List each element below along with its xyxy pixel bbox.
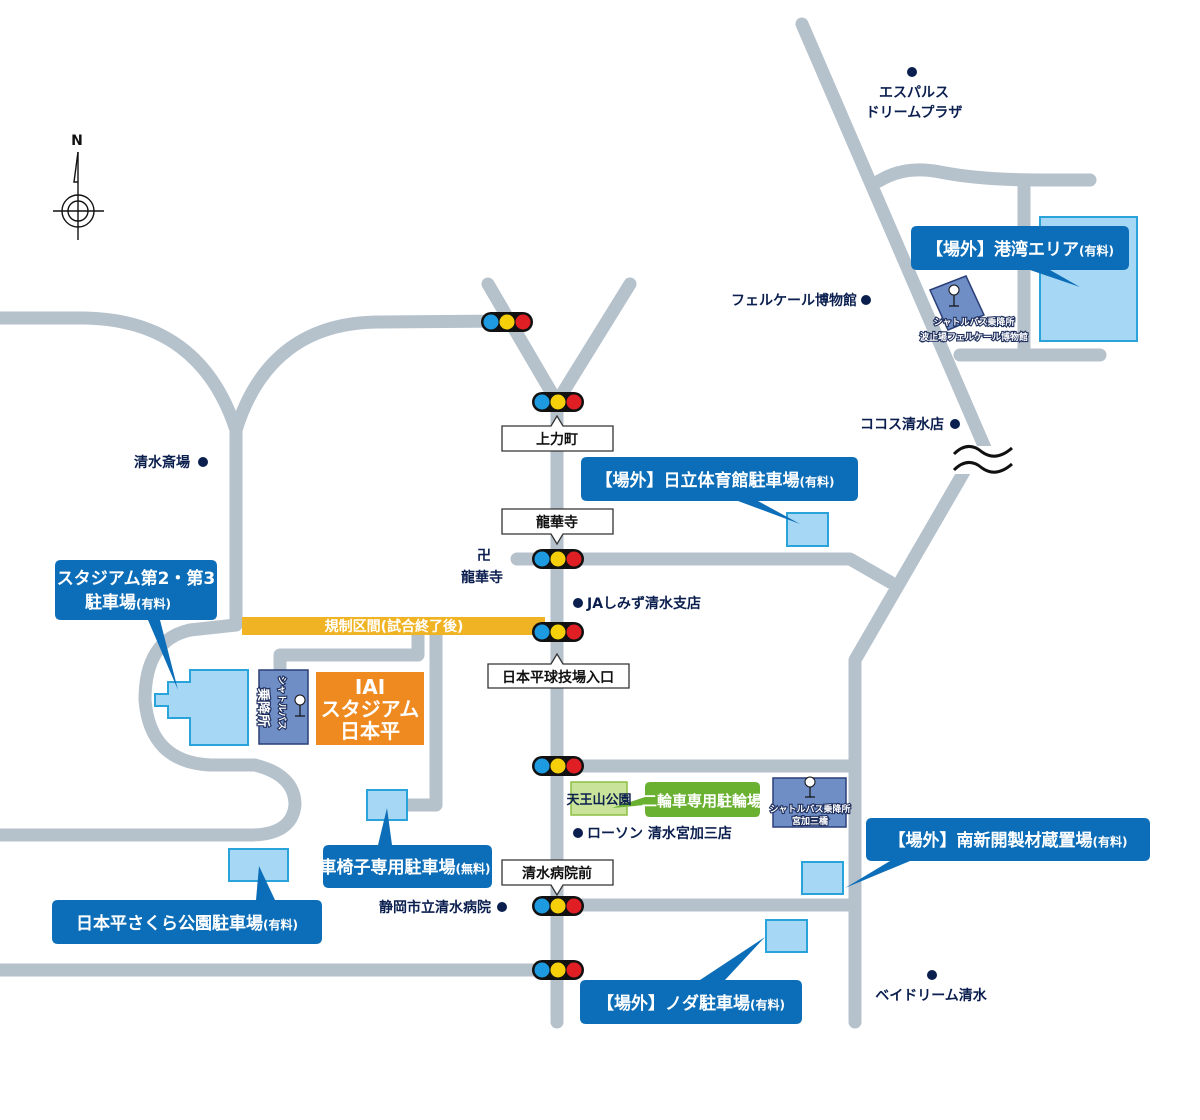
shuttle-stop-stadium-line1: シャトルバス bbox=[276, 676, 287, 730]
parking-area-minamishinkai[interactable] bbox=[801, 861, 844, 895]
poi-marker-saijo bbox=[198, 457, 208, 467]
poi-ferkeel: フェルケール博物館 bbox=[731, 292, 857, 309]
poi-cocos: ココス清水店 bbox=[860, 416, 944, 433]
poi-marker-ja bbox=[573, 598, 583, 608]
shuttle-stop-miyakami[interactable]: シャトルバス乗降所 宮加三橋 bbox=[768, 776, 852, 828]
pois: エスパルス ドリームプラザ フェルケール博物館 ココス清水店 清水斎場 卍 龍華… bbox=[134, 67, 988, 1004]
callout-minamishinkai-label: 【場外】南新開製材蔵置場(有料) bbox=[889, 830, 1128, 851]
callout-wheelchair[interactable]: 車椅子専用駐車場(無料) bbox=[320, 808, 492, 888]
signal-north-west-icon bbox=[481, 312, 533, 332]
callout-noda-label: 【場外】ノダ駐車場(有料) bbox=[597, 993, 785, 1014]
bike-parking-label: 二輪車専用駐輪場 bbox=[642, 792, 762, 810]
tennozan-park-area bbox=[570, 781, 628, 816]
shuttle-stop-port-line2: 波止場フェルケール博物館 bbox=[920, 331, 1028, 343]
callout-port-area[interactable]: 【場外】港湾エリア(有料) bbox=[911, 226, 1129, 287]
signal-ryugeji-icon bbox=[532, 549, 584, 569]
bus-stop-icon bbox=[804, 776, 816, 798]
callout-sakura[interactable]: 日本平さくら公園駐車場(有料) bbox=[52, 866, 322, 944]
road-stadium-loop bbox=[0, 618, 302, 842]
callout-stadium23-line1: スタジアム第2・第3 bbox=[57, 568, 215, 589]
bike-parking-callout bbox=[612, 782, 760, 817]
shuttle-stop-miyakami-line1: シャトルバス乗降所 bbox=[769, 803, 850, 815]
stadium[interactable]: IAI スタジアム 日本平 bbox=[316, 672, 424, 745]
road-northeast-diagonal bbox=[795, 17, 992, 455]
stadium-block bbox=[316, 672, 424, 745]
road-port-upper bbox=[872, 163, 1097, 188]
callout-hitachi-label: 【場外】日立体育館駐車場(有料) bbox=[596, 470, 835, 491]
callout-sakura-label: 日本平さくら公園駐車場(有料) bbox=[76, 913, 298, 934]
poi-espulse-line1: エスパルス bbox=[879, 85, 949, 101]
signal-tennozan-icon bbox=[532, 756, 584, 776]
poi-espulse-line2: ドリームプラザ bbox=[866, 105, 963, 121]
road-wheelchair-access bbox=[398, 623, 443, 812]
roads bbox=[0, 17, 1107, 1029]
signal-kamichikara-icon bbox=[532, 392, 584, 412]
signal-hospital-front-icon bbox=[532, 896, 584, 916]
poi-marker-espulse bbox=[907, 67, 917, 77]
restricted-section-bar bbox=[242, 617, 545, 635]
parking-area-stadium23[interactable] bbox=[154, 669, 249, 746]
poi-lawson: ローソン 清水宮加三店 bbox=[587, 825, 732, 842]
north-arrow-icon bbox=[73, 151, 79, 183]
temple-icon: 卍 bbox=[477, 548, 491, 564]
callout-noda[interactable]: 【場外】ノダ駐車場(有料) bbox=[580, 937, 802, 1024]
poi-baydream: ベイドリーム清水 bbox=[875, 987, 988, 1004]
intersection-hospital-front-label: 清水病院前 bbox=[522, 865, 592, 882]
restricted-section: 規制区間(試合終了後) bbox=[242, 617, 545, 635]
bus-stop-icon bbox=[294, 694, 306, 717]
intersection-stadium-entrance-label: 日本平球技場入口 bbox=[502, 669, 614, 686]
stadium-label-line3: 日本平 bbox=[340, 719, 400, 743]
callout-stadium23-line2: 駐車場(有料) bbox=[85, 592, 171, 613]
intersection-ryugeji-label: 龍華寺 bbox=[536, 514, 578, 531]
callout-hitachi[interactable]: 【場外】日立体育館駐車場(有料) bbox=[581, 457, 858, 524]
shuttle-stop-stadium[interactable]: シャトルバス 乗降所 bbox=[254, 669, 309, 745]
parking-areas bbox=[154, 216, 1138, 953]
bike-parking[interactable]: 二輪車専用駐輪場 bbox=[570, 781, 762, 817]
road-northwest-curve bbox=[0, 311, 243, 632]
parking-area-hitachi[interactable] bbox=[786, 512, 829, 547]
road-ryugeji-east bbox=[510, 552, 897, 589]
intersection-kamichikara: 上力町 bbox=[501, 414, 614, 452]
poi-marker-hospital bbox=[497, 902, 507, 912]
compass-north-label: N bbox=[71, 133, 83, 149]
restricted-section-label: 規制区間(試合終了後) bbox=[325, 618, 464, 635]
poi-marker-cocos bbox=[950, 419, 960, 429]
poi-marker-ferkeel bbox=[861, 295, 871, 305]
callout-stadium23[interactable]: スタジアム第2・第3 駐車場(有料) bbox=[55, 560, 217, 690]
poi-marker-baydream bbox=[927, 970, 937, 980]
poi-saijo: 清水斎場 bbox=[134, 454, 190, 471]
intersection-kamichikara-label: 上力町 bbox=[536, 431, 578, 448]
road-stadium-inner bbox=[273, 623, 425, 687]
callout-minamishinkai[interactable]: 【場外】南新開製材蔵置場(有料) bbox=[845, 818, 1150, 888]
stadium-label-line2: スタジアム bbox=[321, 697, 420, 721]
traffic-signals bbox=[481, 312, 584, 980]
road-east-diagonal bbox=[848, 463, 972, 1029]
bus-stop-icon bbox=[948, 284, 960, 307]
compass: N bbox=[53, 133, 104, 240]
intersection-stadium-entrance: 日本平球技場入口 bbox=[487, 652, 630, 689]
poi-temple: 龍華寺 bbox=[461, 569, 503, 586]
callout-wheelchair-label: 車椅子専用駐車場(無料) bbox=[320, 857, 491, 878]
shuttle-stop-port-block bbox=[928, 275, 986, 331]
road-north-curve bbox=[229, 314, 517, 437]
road-break-icon bbox=[952, 445, 1013, 474]
shuttle-stop-miyakami-line2: 宮加三橋 bbox=[792, 815, 829, 827]
shuttle-stop-port-line1: シャトルバス乗降所 bbox=[933, 316, 1014, 328]
shuttle-stop-stadium-line2: 乗降所 bbox=[255, 687, 271, 727]
road-v-right bbox=[550, 277, 637, 409]
signal-stadium-entrance-icon bbox=[532, 622, 584, 642]
poi-ja: JAしみず清水支店 bbox=[586, 595, 701, 612]
intersection-ryugeji: 龍華寺 bbox=[501, 508, 614, 546]
shuttle-stop-port[interactable]: シャトルバス乗降所 波止場フェルケール博物館 bbox=[919, 275, 1029, 344]
poi-hospital: 静岡市立清水病院 bbox=[379, 899, 491, 916]
poi-tennozan: 天王山公園 bbox=[566, 792, 631, 808]
poi-marker-lawson bbox=[573, 828, 583, 838]
intersection-hospital-front: 清水病院前 bbox=[501, 859, 614, 897]
road-v-left bbox=[481, 277, 564, 409]
callout-port-area-label: 【場外】港湾エリア(有料) bbox=[926, 239, 1114, 260]
parking-area-noda[interactable] bbox=[765, 919, 808, 953]
signal-southwest-icon bbox=[532, 960, 584, 980]
stadium-label-line1: IAI bbox=[355, 675, 385, 699]
